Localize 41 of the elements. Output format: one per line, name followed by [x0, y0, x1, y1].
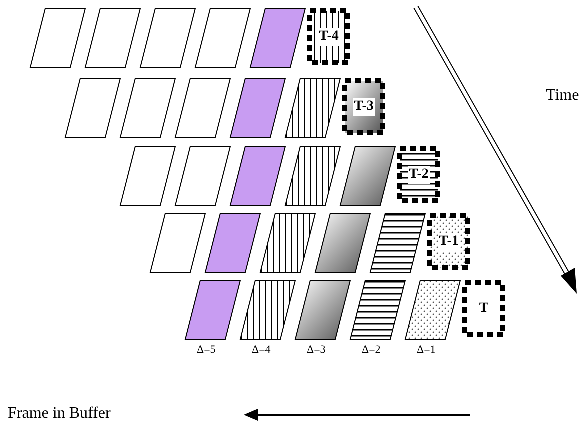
offset-label: Δ=3: [307, 344, 326, 357]
dashed-frame: [462, 280, 506, 338]
frame-parallelogram: [185, 280, 241, 340]
frame-parallelogram: [370, 213, 426, 273]
frame-parallelogram: [285, 78, 341, 138]
frame-parallelogram: [140, 8, 196, 68]
frame-parallelogram: [120, 146, 176, 206]
frame-parallelogram: [175, 146, 231, 206]
frame-parallelogram: [315, 213, 371, 273]
dashed-frame: [397, 146, 441, 204]
frame-parallelogram: [85, 8, 141, 68]
axis-label: Time: [546, 86, 580, 105]
offset-label: Δ=4: [252, 344, 271, 357]
frame-parallelogram: [230, 146, 286, 206]
frame-parallelogram: [205, 213, 261, 273]
frame-parallelogram: [350, 280, 406, 340]
frame-label: T-4: [318, 28, 340, 46]
frame-parallelogram: [250, 8, 306, 68]
frame-parallelogram: [195, 8, 251, 68]
frame-parallelogram: [285, 146, 341, 206]
frame-parallelogram: [260, 213, 316, 273]
frame-parallelogram: [240, 280, 296, 340]
frame-parallelogram: [175, 78, 231, 138]
frame-label: T-3: [353, 98, 375, 116]
frame-parallelogram: [295, 280, 351, 340]
frame-parallelogram: [230, 78, 286, 138]
offset-label: Δ=5: [197, 344, 216, 357]
frame-parallelogram: [120, 78, 176, 138]
dashed-frame: [342, 78, 386, 136]
frame-parallelogram: [30, 8, 86, 68]
dashed-frame: [427, 213, 471, 271]
frame-parallelogram: [340, 146, 396, 206]
frame-parallelogram: [150, 213, 206, 273]
frame-parallelogram: [405, 280, 461, 340]
frame-label: T-1: [438, 233, 460, 251]
dashed-frame: [307, 8, 351, 66]
offset-label: Δ=2: [362, 344, 381, 357]
offset-label: Δ=1: [417, 344, 436, 357]
frame-parallelogram: [65, 78, 121, 138]
frame-label: T-2: [408, 166, 430, 184]
axis-label: Frame in Buffer: [8, 404, 111, 423]
